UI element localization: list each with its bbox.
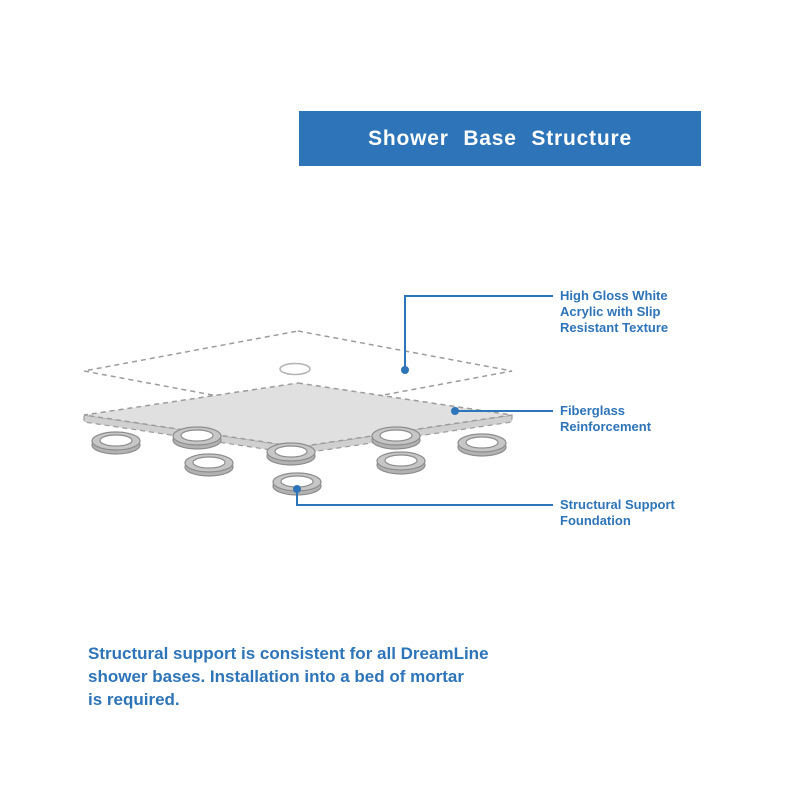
callout-line-support — [296, 492, 553, 506]
page-title: Shower Base Structure — [368, 126, 632, 150]
support-ring — [184, 453, 234, 477]
support-ring — [376, 451, 426, 475]
callout-dot-support — [293, 485, 301, 493]
footnote-line: shower bases. Installation into a bed of… — [88, 667, 464, 686]
fiberglass-layer-top — [83, 382, 513, 448]
support-ring — [457, 433, 507, 457]
callout-label-line: Reinforcement — [560, 419, 652, 434]
footnote-line: Structural support is consistent for all… — [88, 644, 489, 663]
callout-label-support: Structural Support Foundation — [560, 497, 675, 529]
title-banner: Shower Base Structure — [299, 111, 701, 166]
footnote-line: is required. — [88, 690, 180, 709]
support-ring — [91, 431, 141, 455]
support-ring — [266, 442, 316, 466]
callout-label-line: Structural Support — [560, 497, 675, 512]
callout-label-acrylic: High Gloss White Acrylic with Slip Resis… — [560, 288, 668, 336]
callout-label-line: Fiberglass — [560, 403, 626, 418]
callout-line-acrylic — [404, 295, 553, 367]
callout-label-line: Foundation — [560, 513, 631, 528]
support-ring — [371, 426, 421, 450]
footnote: Structural support is consistent for all… — [88, 642, 489, 711]
callout-label-line: Acrylic with Slip — [560, 304, 661, 319]
callout-dot-fiberglass — [451, 407, 459, 415]
drain-ellipse — [279, 362, 311, 376]
callout-label-fiberglass: Fiberglass Reinforcement — [560, 403, 651, 435]
callout-label-line: High Gloss White — [560, 288, 668, 303]
callout-dot-acrylic — [401, 366, 409, 374]
callout-label-line: Resistant Texture — [560, 320, 669, 335]
support-ring — [172, 426, 222, 450]
